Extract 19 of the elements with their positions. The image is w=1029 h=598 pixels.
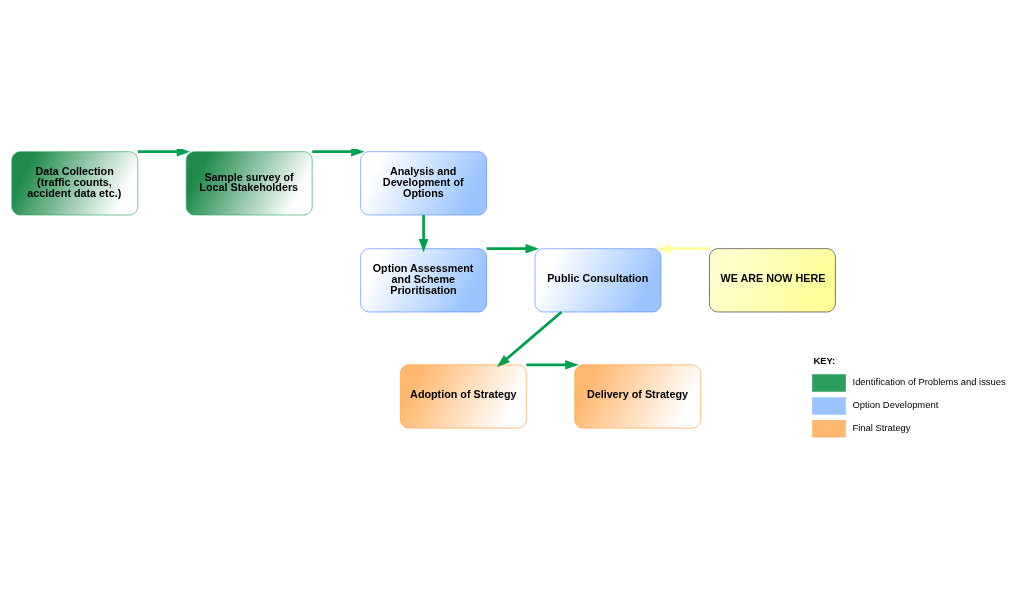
node-box: Data Collection (traffic counts, accident data etc.) xyxy=(11,150,139,215)
label: KEY: xyxy=(813,354,836,366)
legend-label: Option Development xyxy=(852,398,939,410)
node-box: WE ARE NOW HERE xyxy=(709,247,836,312)
arrow xyxy=(418,214,429,252)
legend-label: Final Strategy xyxy=(852,421,911,433)
node-box: Adoption of Strategy xyxy=(400,364,527,428)
arrow xyxy=(486,243,539,253)
node-box: Delivery of Strategy xyxy=(574,364,702,428)
node-box: Public Consultation xyxy=(534,247,662,312)
arrow xyxy=(496,310,563,367)
node-box: Sample survey of Local Stakeholders xyxy=(185,150,313,215)
node-box: Option Assessment and Scheme Prioritisation xyxy=(360,247,487,312)
arrow xyxy=(312,148,365,156)
node-box: Analysis and Development of Options xyxy=(360,150,487,215)
arrow xyxy=(137,148,191,156)
arrow xyxy=(526,359,579,370)
arrow xyxy=(657,243,710,253)
legend-label: Identification of Problems and issues xyxy=(852,375,1006,387)
